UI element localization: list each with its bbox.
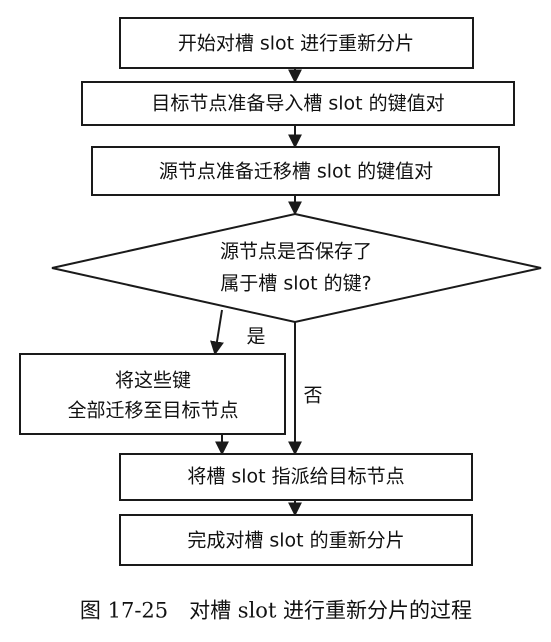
migrate-box <box>19 353 286 435</box>
decision-label-line2: 属于槽 slot 的键? <box>220 273 371 295</box>
migrate-label-line2: 全部迁移至目标节点 <box>67 400 238 422</box>
decision-diamond <box>51 212 542 324</box>
yes-label: 是 <box>246 326 265 348</box>
edge-decision-yes <box>210 309 224 356</box>
finish-label: 完成对槽 slot 的重新分片 <box>187 530 404 552</box>
start-box <box>119 17 474 69</box>
assign-label: 将槽 slot 指派给目标节点 <box>187 466 404 488</box>
start-label: 开始对槽 slot 进行重新分片 <box>178 33 414 55</box>
decision-label-line1: 源节点是否保存了 <box>220 241 372 263</box>
target-prepare-box <box>81 81 515 126</box>
source-prepare-label: 源节点准备迁移槽 slot 的键值对 <box>159 161 433 183</box>
migrate-label-line1: 将这些键 <box>115 370 191 392</box>
source-prepare-box <box>91 146 500 196</box>
assign-box <box>119 453 473 501</box>
target-prepare-label: 目标节点准备导入槽 slot 的键值对 <box>151 93 444 115</box>
finish-box <box>119 514 473 566</box>
no-label: 否 <box>303 385 322 407</box>
figure-caption: 图 17-25 对槽 slot 进行重新分片的过程 <box>80 599 472 623</box>
